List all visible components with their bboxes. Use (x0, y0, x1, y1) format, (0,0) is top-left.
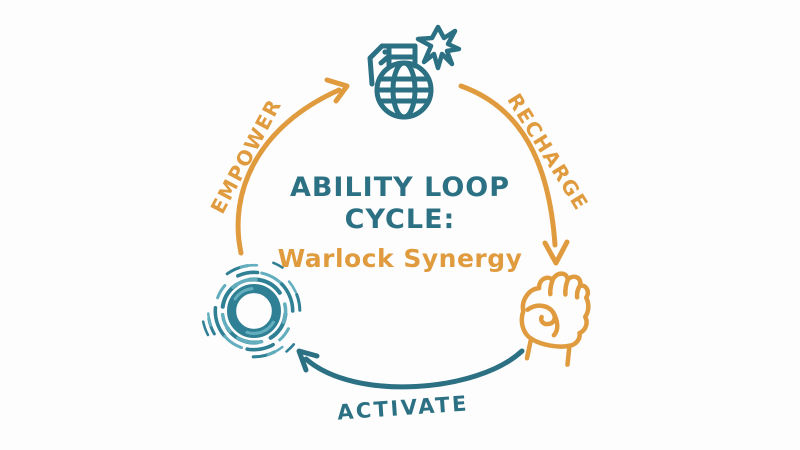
vortex-swirl (213, 270, 295, 352)
fist-thumb (525, 303, 557, 327)
subtitle: Warlock Synergy (277, 243, 523, 273)
vortex-ring-highlight (230, 287, 278, 335)
activate-arrowhead (296, 348, 320, 373)
vortex-swirl (206, 263, 302, 359)
title-line-2: CYCLE: (344, 204, 456, 236)
fist-bottom-line (528, 336, 572, 349)
title-line-1: ABILITY LOOP (289, 172, 511, 203)
fist-knuckle-line (547, 278, 555, 297)
vortex-swirl (220, 277, 288, 345)
vortex-swirl (200, 257, 308, 365)
activate-arrow (296, 348, 525, 390)
empower-arrowhead (324, 77, 350, 104)
explosion-burst (415, 24, 462, 71)
recharge-arrow-shaft (458, 83, 558, 248)
title-block: ABILITY LOOP CYCLE: Warlock Synergy (230, 172, 570, 273)
fist-palm-crease (551, 310, 560, 338)
fist-outline (519, 271, 591, 367)
grenade-lever-inner (378, 54, 418, 66)
grenade-icon (367, 24, 462, 120)
recharge-arrowhead (542, 239, 570, 266)
recharge-arrow (458, 83, 570, 266)
vortex-swirl (213, 270, 295, 352)
grenade-pin (382, 49, 388, 55)
empower-arrow-shaft (235, 87, 342, 256)
fist-knuckle-line (563, 277, 571, 297)
vortex-icon (200, 257, 308, 365)
vortex-swirl (206, 263, 302, 359)
activate-arrow-shaft (303, 348, 525, 390)
grenade-lever (367, 43, 418, 87)
fist-icon (519, 271, 591, 367)
empower-arrow (235, 77, 350, 256)
fist-knuckle-line (574, 283, 583, 300)
